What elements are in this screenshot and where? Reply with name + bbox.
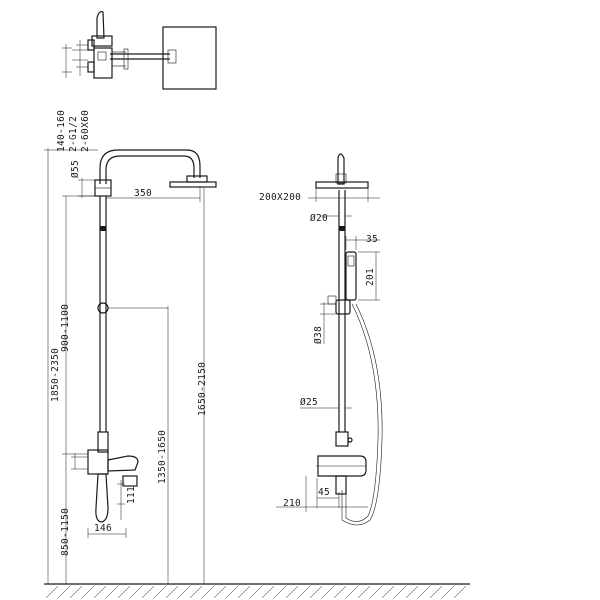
- hose: [345, 303, 379, 522]
- mixer-handle: [95, 473, 109, 523]
- label-850-1150: 850-1150: [60, 508, 71, 556]
- top-view: 140-160 2-G1/2 2-60X60: [56, 11, 217, 152]
- riser-and-arm: [99, 149, 201, 184]
- label-35: 35: [366, 234, 378, 245]
- label-111: 111: [126, 486, 137, 504]
- front-view: 111 146 1850-2350 900-1100 850-1150 Ø55 …: [44, 148, 217, 584]
- label-1850-2350: 1850-2350: [50, 348, 61, 402]
- side-view: 200X200 Ø20 35 201 Ø38 Ø25: [259, 153, 383, 526]
- spout-side: [317, 455, 367, 477]
- handle-top: [96, 11, 105, 39]
- wall-plate-top: [162, 26, 217, 90]
- label-2-60x60: 2-60X60: [80, 110, 91, 152]
- label-140-160: 140-160: [56, 110, 67, 152]
- mixer-body: [87, 449, 109, 475]
- label-dia-25: Ø25: [300, 397, 318, 408]
- slide-holder-side: [335, 299, 351, 315]
- mixer-top-side: [335, 431, 349, 447]
- label-45: 45: [318, 487, 330, 498]
- label-210: 210: [283, 498, 301, 509]
- label-dia-20: Ø20: [310, 213, 328, 224]
- label-dia-55: Ø55: [70, 160, 81, 178]
- rain-head-side: [315, 181, 369, 189]
- label-201: 201: [365, 268, 376, 286]
- label-200x200: 200X200: [259, 192, 301, 203]
- label-146: 146: [94, 523, 112, 534]
- label-900-1100: 900-1100: [60, 304, 71, 352]
- label-1650-2150: 1650-2150: [197, 362, 208, 416]
- hand-shower: [345, 251, 357, 301]
- label-2-g1-2: 2-G1/2: [68, 116, 79, 152]
- label-dia-38: Ø38: [313, 326, 324, 344]
- label-1350-1650: 1350-1650: [157, 430, 168, 484]
- floor-line: [44, 583, 470, 599]
- rain-head-front: [169, 181, 217, 188]
- mixer-spout: [107, 455, 139, 472]
- arm-side: [337, 153, 345, 185]
- label-350: 350: [134, 188, 152, 199]
